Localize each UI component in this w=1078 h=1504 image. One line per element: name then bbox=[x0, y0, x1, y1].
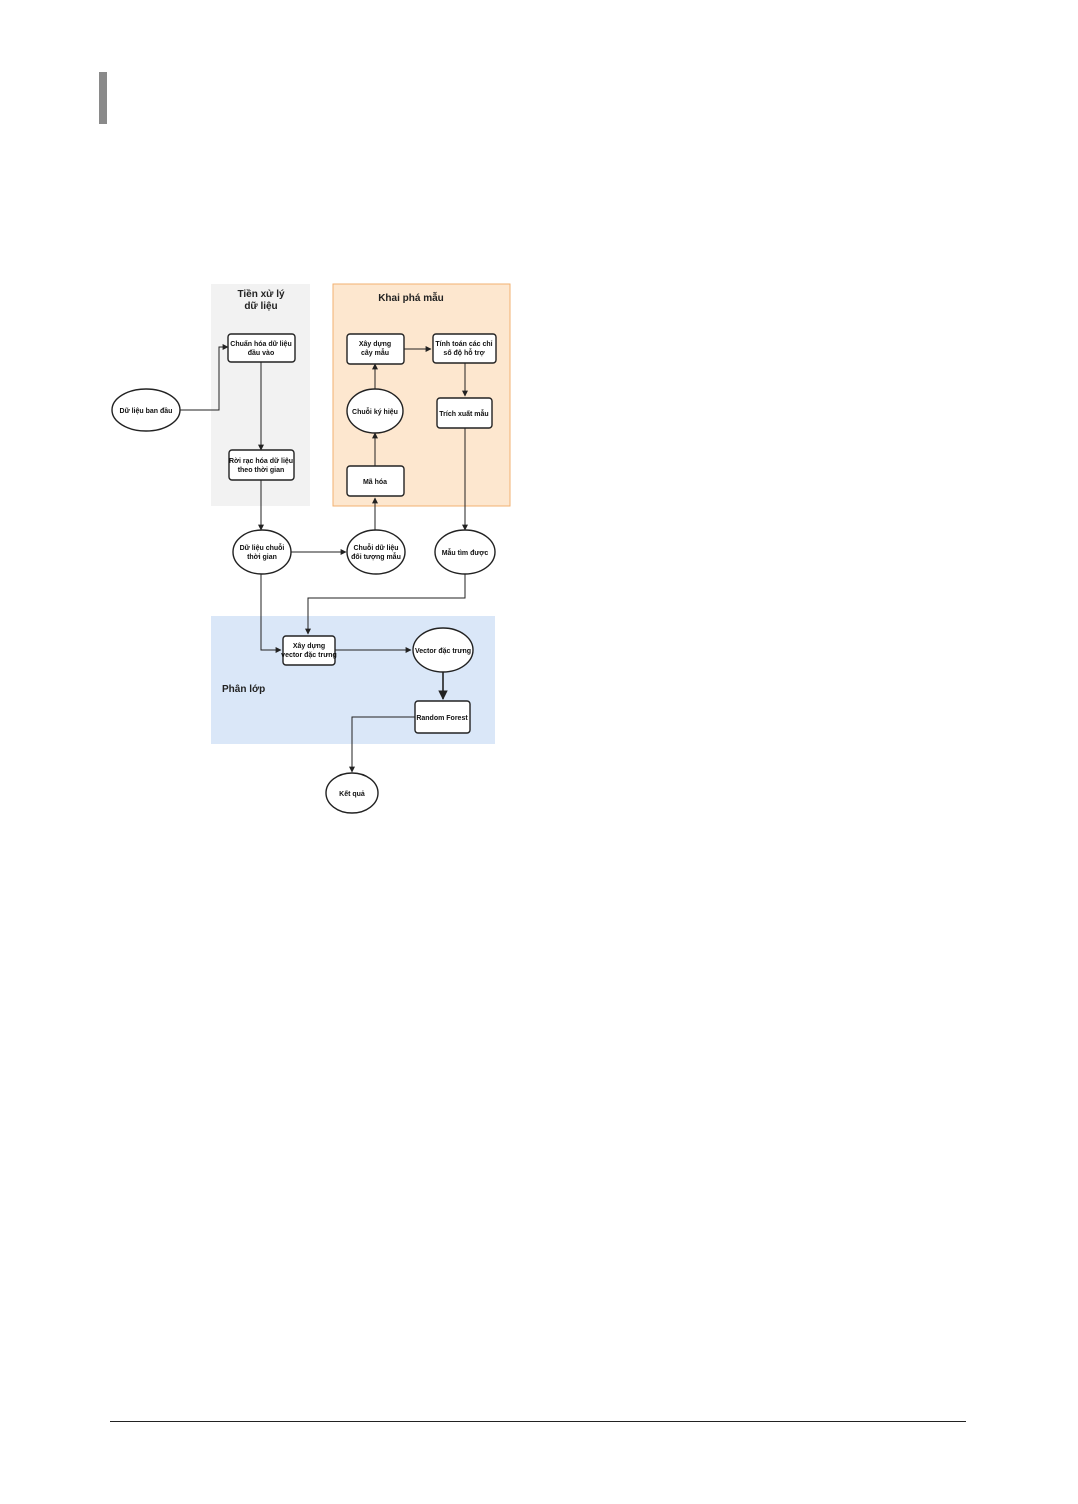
zone-preprocess-title-1: Tiền xử lý bbox=[237, 288, 285, 300]
zone-classify-title: Phân lớp bbox=[222, 684, 265, 695]
node-encode-label: Mã hóa bbox=[363, 479, 387, 486]
node-select-label: Trích xuất mẫu bbox=[439, 409, 488, 418]
edge-classifier-result bbox=[349, 716, 415, 773]
node-series bbox=[232, 529, 292, 575]
node-discretize-label-2: theo thời gian bbox=[238, 467, 285, 474]
node-normalize-label-2: đầu vào bbox=[248, 348, 274, 357]
node-tree-label-2: cây mẫu bbox=[361, 348, 389, 357]
node-feature bbox=[412, 627, 474, 673]
node-select bbox=[436, 397, 493, 429]
node-discretize-label-1: Rời rạc hóa dữ liệu bbox=[229, 458, 293, 465]
zone-preprocess-title-2: dữ liệu bbox=[244, 301, 277, 312]
footer-rule bbox=[110, 1421, 966, 1422]
zone-pattern-title: Khai phá mẫu bbox=[378, 291, 444, 304]
node-input bbox=[111, 388, 181, 432]
node-input-label: Dữ liệu ban đầu bbox=[120, 406, 173, 415]
node-buildvec-label-1: Xây dựng bbox=[293, 643, 325, 650]
node-patterns bbox=[434, 529, 496, 575]
edge-input-normalize bbox=[180, 344, 229, 411]
node-result bbox=[325, 772, 379, 814]
node-result-label: Kết quả bbox=[339, 790, 365, 798]
node-buildvec bbox=[282, 635, 336, 666]
header-marker bbox=[99, 72, 107, 124]
node-classifier bbox=[414, 700, 471, 734]
node-encode bbox=[346, 465, 405, 497]
edge-series-buildvec bbox=[260, 574, 282, 653]
edge-patterns-buildvec bbox=[305, 574, 466, 635]
node-normalize-label-1: Chuẩn hóa dữ liệu bbox=[230, 340, 291, 348]
node-compute-label-1: Tính toán các chỉ bbox=[435, 341, 492, 348]
node-compute bbox=[432, 333, 497, 364]
node-symbolic bbox=[346, 529, 406, 575]
node-symbolseq-label: Chuỗi ký hiệu bbox=[352, 407, 398, 416]
node-discretize bbox=[228, 449, 295, 481]
node-symbolic-label-1: Chuỗi dữ liệu bbox=[353, 543, 398, 552]
node-compute-label-2: số độ hỗ trợ bbox=[443, 348, 484, 357]
node-series-label-1: Dữ liệu chuỗi bbox=[240, 543, 285, 552]
node-tree bbox=[346, 333, 405, 365]
node-symbolic-label-2: đối tượng mẫu bbox=[351, 552, 401, 561]
node-normalize bbox=[227, 333, 296, 363]
node-tree-label-1: Xây dựng bbox=[359, 341, 391, 348]
node-patterns-label: Mẫu tìm được bbox=[442, 548, 489, 557]
node-buildvec-label-2: vector đặc trưng bbox=[281, 652, 337, 659]
node-series-label-2: thời gian bbox=[247, 554, 277, 561]
node-feature-label: Vector đặc trưng bbox=[415, 648, 471, 655]
node-classifier-label: Random Forest bbox=[416, 715, 468, 722]
node-symbolseq bbox=[346, 388, 404, 434]
